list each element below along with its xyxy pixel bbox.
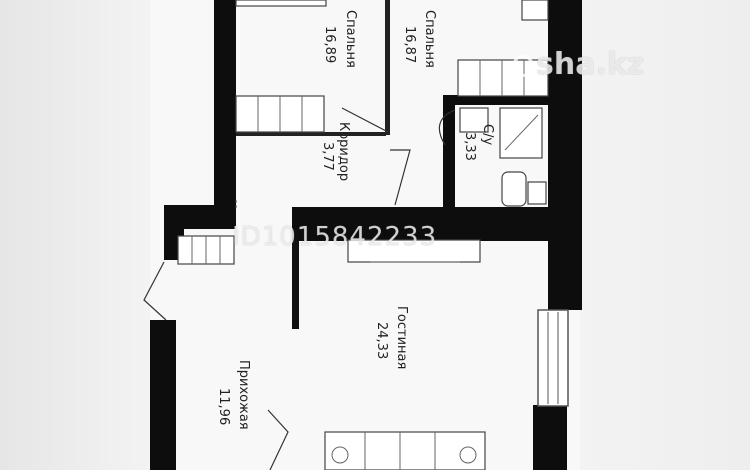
door-bedroom-1 — [341, 107, 389, 133]
wall-left-bedroom — [214, 0, 236, 210]
toilet — [501, 171, 527, 207]
tv-cabinet — [347, 239, 481, 263]
wall-bathroom-left — [443, 95, 455, 210]
door-entrance — [143, 261, 167, 321]
label-hallway-area: 11,96 — [216, 388, 231, 425]
door-living — [267, 409, 289, 470]
bed-bedroom-1 — [235, 0, 327, 7]
label-bedroom-2-area: 16,87 — [402, 26, 417, 63]
wardrobe-bedroom-2 — [457, 59, 549, 97]
label-living-area: 24,33 — [374, 322, 389, 359]
label-bedroom-1-area: 16,89 — [322, 26, 337, 63]
label-bathroom-name: С/у — [480, 124, 495, 145]
furniture — [177, 0, 549, 470]
wall-hall-living — [292, 229, 299, 329]
label-bathroom-area: 3,33 — [462, 132, 477, 161]
door-bathroom — [438, 109, 456, 146]
sink — [459, 107, 489, 133]
nightstand-bedroom-2 — [521, 0, 549, 21]
label-corridor-name: Коридор — [336, 122, 351, 181]
door-corridor — [390, 149, 411, 206]
sofa — [324, 431, 486, 470]
wall-bathroom-top — [443, 95, 548, 105]
wall-hall-left-lower — [150, 320, 176, 470]
wall-right-upper — [548, 0, 582, 310]
washing-machine — [527, 181, 547, 205]
label-bedroom-2-name: Спальня — [422, 10, 437, 68]
label-bedroom-1-name: Спальня — [343, 10, 358, 68]
wall-living-top — [292, 207, 548, 241]
label-hallway-name: Прихожая — [236, 360, 251, 430]
window-living — [537, 309, 569, 407]
wall-right-lower — [533, 405, 567, 470]
wall-between-bedrooms — [385, 0, 390, 135]
doors — [143, 107, 456, 470]
label-corridor-area: 3,77 — [320, 142, 335, 171]
walls — [150, 0, 582, 470]
label-living-name: Гостиная — [394, 306, 409, 369]
wall-bedroom1-bottom — [236, 132, 386, 136]
room-labels: Спальня 16,89 Спальня 16,87 Коридор 3,77… — [216, 10, 495, 430]
